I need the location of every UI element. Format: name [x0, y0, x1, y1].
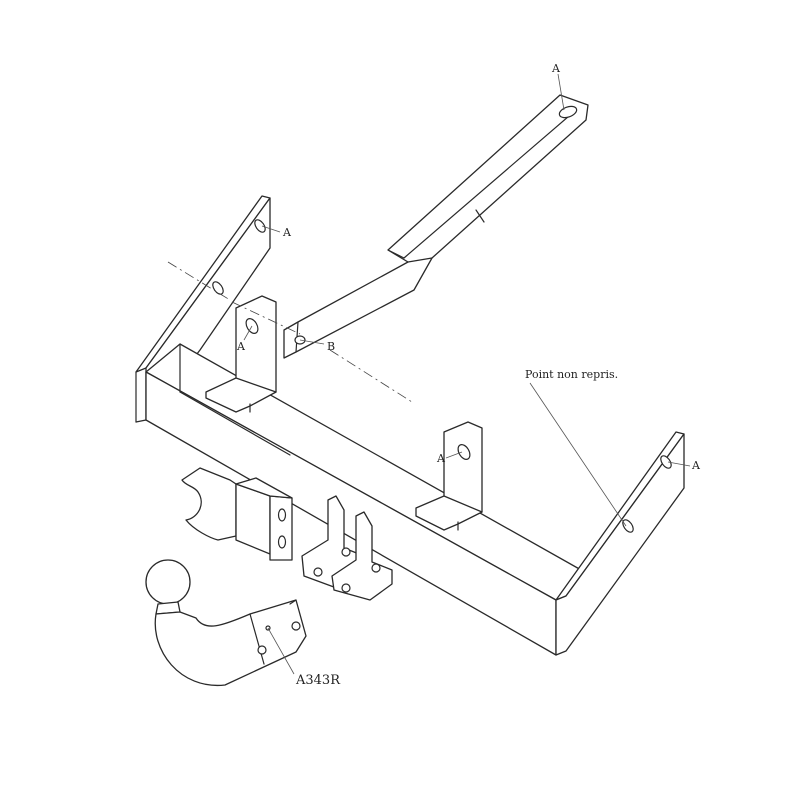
leader-lines — [243, 73, 691, 675]
left-plate-hole-top — [254, 219, 266, 233]
middle-bracket-hole — [457, 444, 471, 460]
right-side-plate — [555, 431, 685, 656]
clamp-block — [181, 467, 293, 561]
label-a-top: A — [551, 62, 561, 75]
right-plate-hole-top — [660, 455, 672, 469]
tow-ball-assembly — [145, 559, 307, 686]
label-point-non-repris: Point non repris. — [525, 368, 618, 381]
clamp-hole-bottom — [277, 535, 287, 549]
label-a-left-bracket: A — [236, 340, 246, 353]
small-bracket-left-nut-a — [313, 567, 323, 577]
left-upright-bracket — [205, 295, 277, 413]
label-a-left-plate: A — [282, 226, 292, 239]
label-part-code: A343R — [295, 673, 341, 688]
small-bracket-right — [331, 511, 393, 601]
tow-ball — [145, 559, 191, 605]
neck-hole-a — [257, 645, 267, 655]
center-line — [167, 261, 413, 403]
clamp-hole-top — [277, 508, 287, 522]
middle-upright-bracket — [415, 421, 483, 531]
label-a-right-plate: A — [691, 459, 701, 472]
small-bracket-right-nut-a — [341, 583, 351, 593]
label-b-bar: B — [327, 340, 335, 353]
small-bracket-left-nut-b — [341, 547, 351, 557]
neck-hole-b — [291, 621, 301, 631]
diagonal-support-bar — [283, 94, 589, 359]
small-bracket-right-nut-b — [371, 563, 381, 573]
right-plate-hole-low — [622, 519, 634, 533]
label-a-mid-bracket: A — [436, 452, 446, 465]
